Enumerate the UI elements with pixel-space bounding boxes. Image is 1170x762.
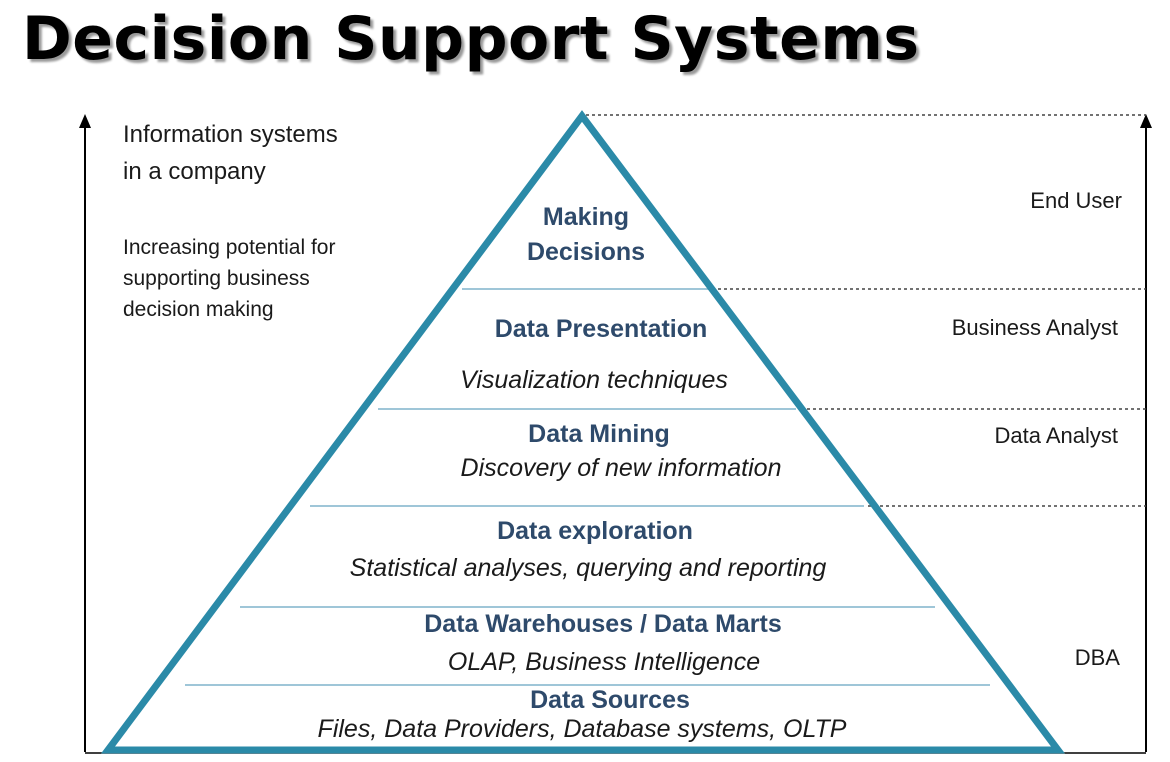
level-data-exploration-subtitle: Statistical analyses, querying and repor… xyxy=(349,554,827,582)
level-data-sources-title: Data Sources xyxy=(530,686,690,714)
level-data-warehouses-title: Data Warehouses / Data Marts xyxy=(424,610,782,638)
left-axis-note-line2: supporting business xyxy=(123,267,310,290)
level-data-mining-subtitle: Discovery of new information xyxy=(460,454,782,482)
level-data-warehouses-subtitle: OLAP, Business Intelligence xyxy=(447,648,761,676)
left-axis-label-line1: Information systems xyxy=(123,121,338,148)
role-end-user: End User xyxy=(1030,188,1122,213)
role-dba: DBA xyxy=(1074,645,1120,670)
level-making-decisions-line1: Making xyxy=(542,203,630,231)
left-axis-note-line3: decision making xyxy=(123,298,274,321)
left-axis-note: Increasing potential for supporting busi… xyxy=(123,232,335,325)
left-axis-arrowhead xyxy=(79,114,91,128)
level-data-mining-title: Data Mining xyxy=(528,420,670,448)
role-data-analyst: Data Analyst xyxy=(994,423,1118,448)
level-data-exploration-title: Data exploration xyxy=(497,517,693,545)
level-data-presentation-title: Data Presentation xyxy=(494,315,708,343)
left-axis-label: Information systems in a company xyxy=(123,116,338,190)
level-making-decisions-line2: Decisions xyxy=(526,238,646,266)
level-data-sources-subtitle: Files, Data Providers, Database systems,… xyxy=(317,715,847,743)
level-making-decisions-title: Making Decisions xyxy=(527,200,645,270)
role-business-analyst: Business Analyst xyxy=(951,315,1118,340)
page-title: Decision Support Systems xyxy=(22,4,920,74)
pyramid-outline xyxy=(101,110,1066,754)
level-data-presentation-subtitle: Visualization techniques xyxy=(460,366,728,394)
left-axis-label-line2: in a company xyxy=(123,158,266,185)
left-axis-note-line1: Increasing potential for xyxy=(123,236,336,259)
right-axis-arrowhead xyxy=(1140,114,1152,128)
